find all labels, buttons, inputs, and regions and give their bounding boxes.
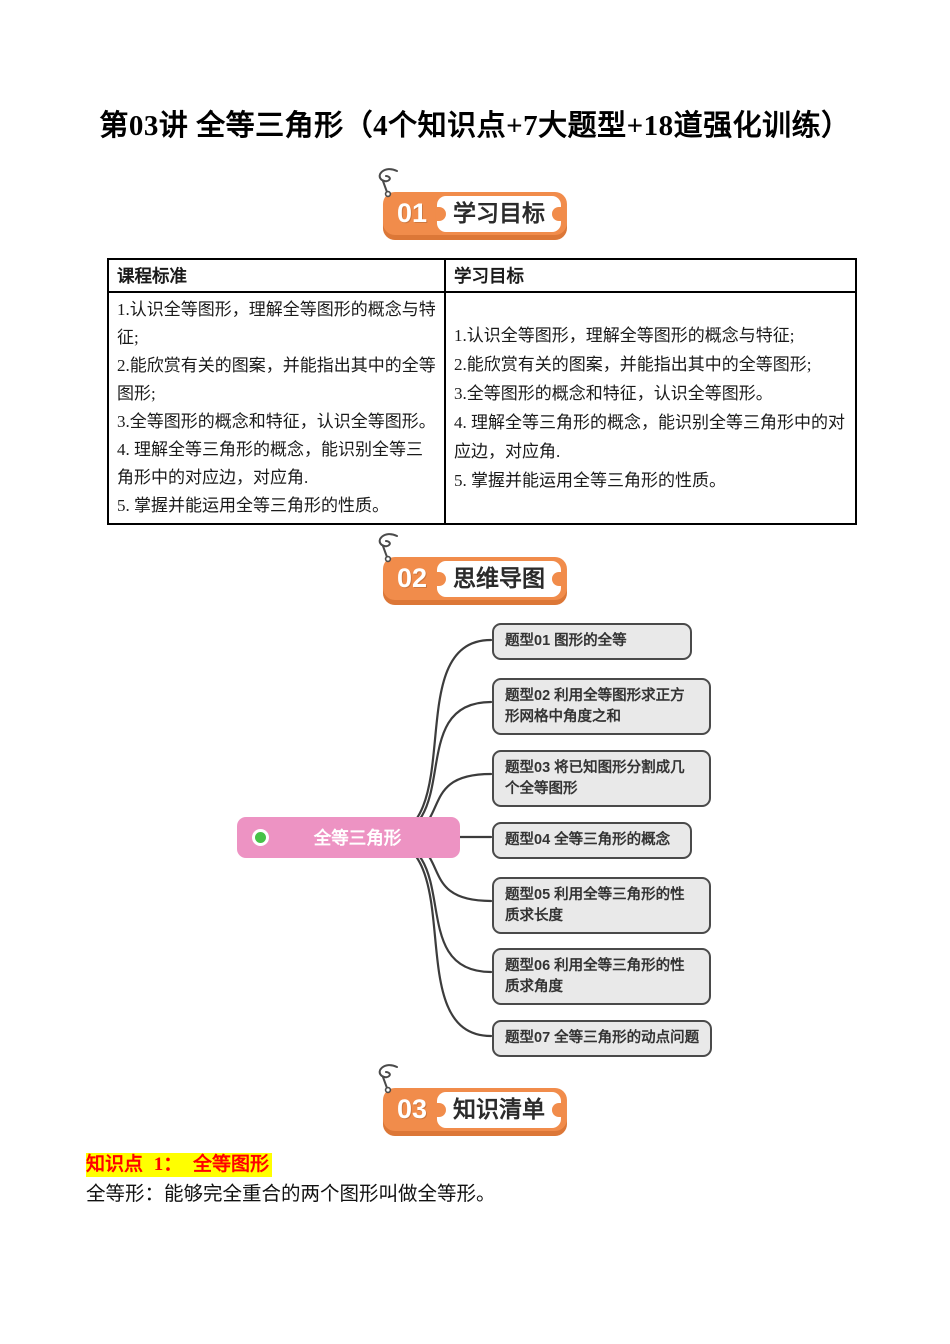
learning-goal-item: 1.认识全等图形，理解全等图形的概念与特征; xyxy=(454,326,795,345)
section-label-plate: 学习目标 xyxy=(437,196,562,232)
course-standard-item: 3.全等图形的概念和特征，认识全等图形。 xyxy=(117,412,436,431)
knowledge-point-body: 全等形：能够完全重合的两个图形叫做全等形。 xyxy=(86,1184,496,1205)
course-standard-item: 4. 理解全等三角形的概念，能识别全等三角形中的对应边，对应角. xyxy=(117,440,423,487)
bullet-circle-icon xyxy=(252,829,269,846)
table-body-row: 1.认识全等图形，理解全等图形的概念与特征; 2.能欣赏有关的图案，并能指出其中… xyxy=(107,291,857,525)
page-title: 第03讲 全等三角形（4个知识点+7大题型+18道强化训练） xyxy=(99,110,851,142)
learning-goal-item: 3.全等图形的概念和特征，认识全等图形。 xyxy=(454,384,773,403)
mindmap-topic-05: 题型05 利用全等三角形的性质求长度 xyxy=(492,877,711,935)
objectives-table: 课程标准 学习目标 1.认识全等图形，理解全等图形的概念与特征; 2.能欣赏有关… xyxy=(107,258,857,525)
mindmap-topic-07: 题型07 全等三角形的动点问题 xyxy=(492,1020,713,1057)
course-standard-cell: 1.认识全等图形，理解全等图形的概念与特征; 2.能欣赏有关的图案，并能指出其中… xyxy=(107,291,446,525)
learning-goal-item: 2.能欣赏有关的图案，并能指出其中的全等图形; xyxy=(454,355,812,374)
section-number: 03 xyxy=(396,1094,428,1125)
learning-goal-cell: 1.认识全等图形，理解全等图形的概念与特征; 2.能欣赏有关的图案，并能指出其中… xyxy=(444,291,857,525)
mindmap-topic-04: 题型04 全等三角形的概念 xyxy=(492,822,692,859)
knowledge-point-heading: 知识点 1： 全等图形 xyxy=(86,1152,273,1178)
mindmap-connector-lines xyxy=(378,638,493,1038)
section-badge-02: 02 思维导图 xyxy=(378,533,568,605)
section-badge-03: 03 知识清单 xyxy=(378,1064,568,1136)
mindmap-topic-03: 题型03 将已知图形分割成几个全等图形 xyxy=(492,750,711,808)
mindmap-root-label: 全等三角形 xyxy=(313,828,402,848)
learning-goal-item: 5. 掌握并能运用全等三角形的性质。 xyxy=(454,471,726,490)
mindmap: 题型01 图形的全等 题型02 利用全等图形求正方形网格中角度之和 题型03 将… xyxy=(0,600,950,1070)
pin-squiggle-icon xyxy=(378,1064,398,1094)
section-label: 知识清单 xyxy=(453,1096,546,1122)
section-label-plate: 思维导图 xyxy=(437,561,562,597)
section-label-plate: 知识清单 xyxy=(437,1092,562,1128)
section-label: 学习目标 xyxy=(453,200,546,226)
learning-goal-header: 学习目标 xyxy=(444,258,857,293)
pin-squiggle-icon xyxy=(378,533,398,563)
course-standard-header: 课程标准 xyxy=(107,258,446,293)
mindmap-topic-01: 题型01 图形的全等 xyxy=(492,623,692,660)
section-number: 01 xyxy=(396,198,428,229)
section-label: 思维导图 xyxy=(453,565,546,591)
section-badge-01: 01 学习目标 xyxy=(378,168,568,240)
course-standard-item: 5. 掌握并能运用全等三角形的性质。 xyxy=(117,496,389,515)
learning-goal-item: 4. 理解全等三角形的概念，能识别全等三角形中的对应边，对应角. xyxy=(454,413,845,461)
mindmap-topic-06: 题型06 利用全等三角形的性质求角度 xyxy=(492,948,711,1006)
mindmap-topic-02: 题型02 利用全等图形求正方形网格中角度之和 xyxy=(492,678,711,736)
knowledge-point-title: 知识点 1： 全等图形 xyxy=(86,1153,273,1177)
course-standard-item: 1.认识全等图形，理解全等图形的概念与特征; xyxy=(117,300,436,347)
course-standard-item: 2.能欣赏有关的图案，并能指出其中的全等图形; xyxy=(117,356,436,403)
pin-squiggle-icon xyxy=(378,168,398,198)
table-header-row: 课程标准 学习目标 xyxy=(107,258,857,293)
mindmap-root-node: 全等三角形 xyxy=(237,817,460,858)
section-number: 02 xyxy=(396,563,428,594)
